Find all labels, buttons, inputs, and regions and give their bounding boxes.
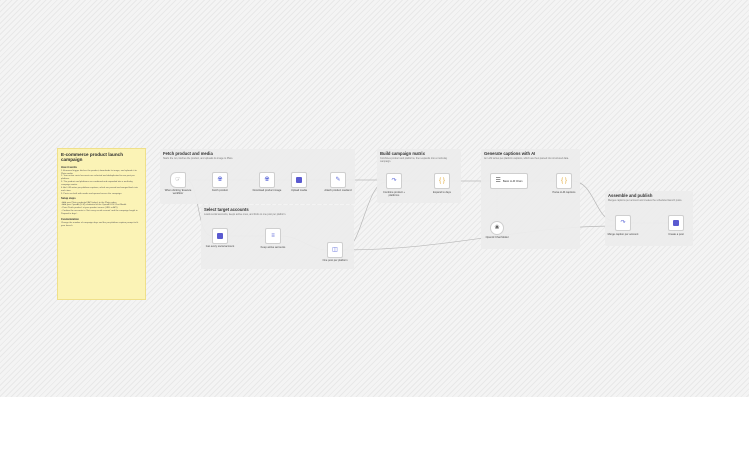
node-openai-chat-model[interactable]: ❀	[490, 221, 504, 235]
sticky-setup-item: - Add your OpenAI (LLM) credential to th…	[61, 204, 127, 207]
node-manual-trigger[interactable]: ☞	[170, 172, 186, 188]
node-label: When clicking 'Execute workflow'	[164, 189, 192, 196]
node-label: Attach product media id	[324, 189, 352, 192]
node-label: Expand to days	[433, 191, 451, 194]
sticky-custom-item: Change the number of campaign days and t…	[61, 221, 139, 227]
pointer-icon: ☞	[175, 177, 181, 183]
sticky-note[interactable]: E-commerce product launch campaign How i…	[57, 148, 146, 300]
node-label: Basic LLM Chain	[502, 179, 523, 183]
node-label: Upload media	[290, 189, 307, 192]
sticky-setup-heading: Setup steps	[61, 197, 76, 201]
globe-icon: 🌐︎	[264, 177, 270, 183]
chain-icon: ☰	[495, 178, 501, 184]
node-label: Keep active accounts	[260, 246, 286, 249]
globe-icon: 🌐︎	[217, 177, 223, 183]
plato-icon	[673, 220, 679, 226]
openai-icon: ❀	[494, 225, 500, 231]
sticky-setup-item: - Point 'Fetch product' at your product …	[61, 207, 119, 210]
sticky-setup-item: - Add your Plato credential (API token) …	[61, 201, 118, 204]
sticky-how-heading: How it works	[61, 165, 77, 169]
merge-icon: ↷	[391, 178, 397, 184]
node-one-post-per-platform[interactable]: ◫	[327, 242, 343, 258]
group-title: Build campaign matrix	[380, 151, 425, 156]
dedupe-icon: ◫	[332, 247, 338, 253]
group-description: Merges captions per account and creates …	[608, 199, 683, 203]
node-get-accounts[interactable]	[212, 228, 228, 244]
filter-icon: ≡	[271, 233, 275, 239]
node-expand-days[interactable]: { }	[434, 173, 450, 189]
sticky-how-item: 4. An LLM writes per-platform captions, …	[61, 186, 138, 192]
node-parse-captions[interactable]: { }	[556, 173, 572, 189]
sticky-how-item: 3. The product and platforms are combine…	[61, 181, 133, 186]
group-description: Starts the run, fetches the product, and…	[163, 157, 234, 161]
node-label: Download product image	[252, 189, 282, 192]
sticky-title: E-commerce product launch campaign	[61, 152, 124, 163]
plato-icon	[296, 177, 302, 183]
node-label: OpenAI Chat Model	[485, 236, 509, 239]
node-upload-media[interactable]	[291, 172, 307, 188]
group-title: Generate captions with AI	[484, 151, 536, 156]
group-description: An LLM writes per-platform captions, whi…	[484, 157, 569, 161]
node-keep-active[interactable]: ≡	[265, 228, 281, 244]
node-basic-llm-chain[interactable]: ☰ Basic LLM Chain	[490, 173, 528, 189]
group-title: Fetch product and media	[163, 151, 213, 156]
plato-icon	[217, 233, 223, 239]
group-description: Combines product and platforms, then exp…	[380, 157, 448, 164]
node-merge-caption[interactable]: ↷	[615, 215, 631, 231]
node-label: Merge caption per account	[607, 233, 639, 236]
node-combine[interactable]: ↷	[386, 173, 402, 189]
sticky-how-item: 1. A manual trigger fetches the product,…	[61, 169, 137, 175]
group-description: Loads social accounts, keeps active ones…	[204, 213, 286, 217]
node-label: Fetch product	[212, 189, 228, 192]
node-create-post[interactable]	[668, 215, 684, 231]
node-label: Get every social account	[205, 245, 235, 248]
node-label: Create a post	[668, 233, 684, 236]
group-fetch-product[interactable]: Fetch product and media Starts the run, …	[160, 149, 355, 204]
group-title: Assemble and publish	[608, 193, 653, 198]
sticky-how-item: 2. Your active social accounts are selec…	[61, 175, 135, 181]
edit-icon: ✎	[335, 177, 341, 183]
merge-icon: ↷	[620, 220, 626, 226]
code-icon: { }	[561, 178, 567, 184]
node-label: One post per platform	[322, 259, 348, 262]
sticky-setup-item: - Confirm the accounts in 'Get every soc…	[61, 210, 138, 215]
node-attach-media[interactable]: ✎	[330, 172, 346, 188]
code-icon: { }	[439, 178, 445, 184]
sticky-how-item: 5. Posts are built with media and queued…	[61, 192, 122, 195]
page-background	[0, 397, 749, 450]
node-fetch-product[interactable]: 🌐︎	[212, 172, 228, 188]
node-label: Parse LLM captions	[552, 191, 576, 194]
node-label: Combine product + platforms	[383, 191, 405, 198]
group-title: Select target accounts	[204, 207, 249, 212]
sticky-custom-heading: Customization	[61, 217, 79, 221]
node-download-image[interactable]: 🌐︎	[259, 172, 275, 188]
